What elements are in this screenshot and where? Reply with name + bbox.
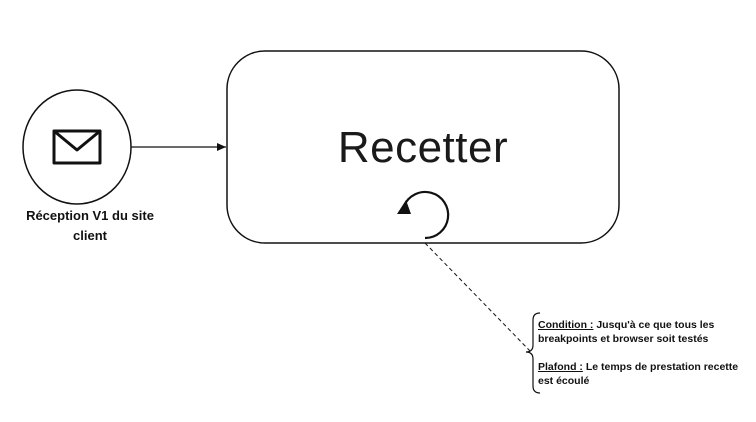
task-label: Recetter xyxy=(337,123,509,172)
condition-text: Jusqu'à ce que tous les breakpoints et b… xyxy=(538,319,715,345)
loop-marker-icon xyxy=(397,190,450,240)
annotation-bracket xyxy=(525,312,541,394)
ceiling-row: Plafond : Le temps de prestation recette… xyxy=(538,360,748,388)
condition-row: Condition : Jusqu'à ce que tous les brea… xyxy=(538,318,748,346)
task-box[interactable] xyxy=(226,50,620,244)
start-event-label: Réception V1 du site client xyxy=(26,208,154,243)
ceiling-text: Le temps de prestation recette est écoul… xyxy=(538,361,739,387)
start-event-circle[interactable] xyxy=(22,89,132,205)
ceiling-key: Plafond : xyxy=(538,361,583,373)
association-line xyxy=(424,242,532,353)
envelope-icon xyxy=(52,129,102,165)
condition-key: Condition : xyxy=(538,319,594,331)
text-annotation: Condition : Jusqu'à ce que tous les brea… xyxy=(538,318,748,402)
